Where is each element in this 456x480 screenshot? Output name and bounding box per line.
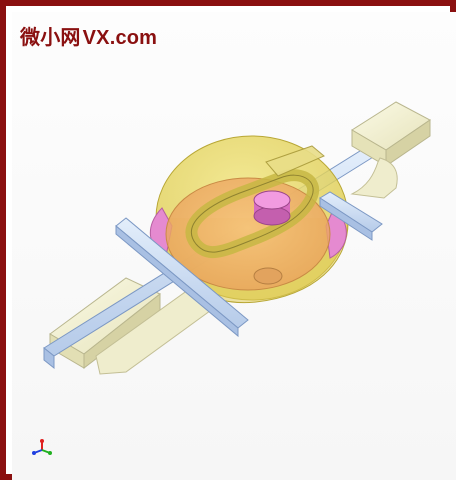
front-left-crossbar (115, 217, 249, 338)
watermark-site-text: VX.com (82, 27, 158, 49)
slotted-yoke (185, 145, 325, 259)
animation-viewport: 微小网 VX.com (12, 12, 456, 480)
axis-triad-icon (32, 439, 52, 455)
mechanism-3d-view (43, 101, 431, 375)
upper-right-guide-block (350, 101, 431, 199)
watermark-chinese-text: 微小网 (20, 25, 81, 49)
crank-pin (253, 190, 291, 285)
site-watermark: 微小网 VX.com (20, 20, 157, 50)
front-right-crossbar (319, 191, 383, 241)
